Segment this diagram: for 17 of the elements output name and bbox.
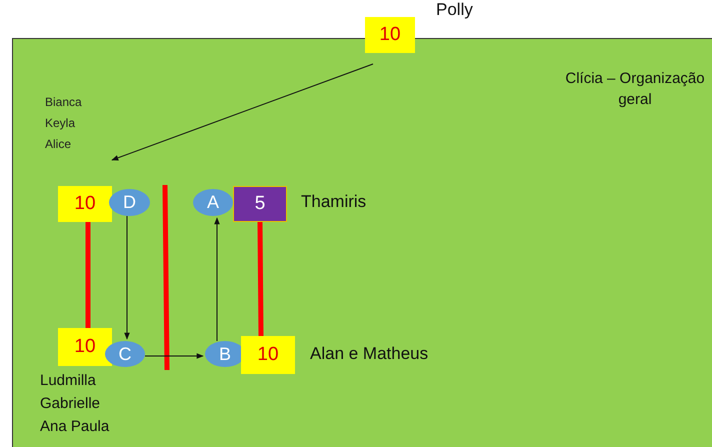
note-text: Clícia – Organização geral xyxy=(564,69,706,110)
arrow xyxy=(214,217,220,342)
score-box: 10 xyxy=(58,328,112,366)
arrow xyxy=(111,64,374,160)
score-box: 5 xyxy=(233,186,287,222)
name-list: Bianca Keyla Alice xyxy=(45,92,85,155)
arrow xyxy=(144,353,204,359)
name-label: Alan e Matheus xyxy=(310,344,428,364)
name-label: Polly xyxy=(436,0,473,20)
connector-line xyxy=(258,222,264,336)
score-box: 10 xyxy=(365,17,415,53)
arrow xyxy=(124,216,130,340)
connector-line xyxy=(86,222,90,328)
score-box: 10 xyxy=(58,186,112,222)
score-box: 10 xyxy=(241,336,295,374)
name-label: Ludmilla Gabrielle Ana Paula xyxy=(40,371,110,437)
name-label: Thamiris xyxy=(301,192,366,212)
